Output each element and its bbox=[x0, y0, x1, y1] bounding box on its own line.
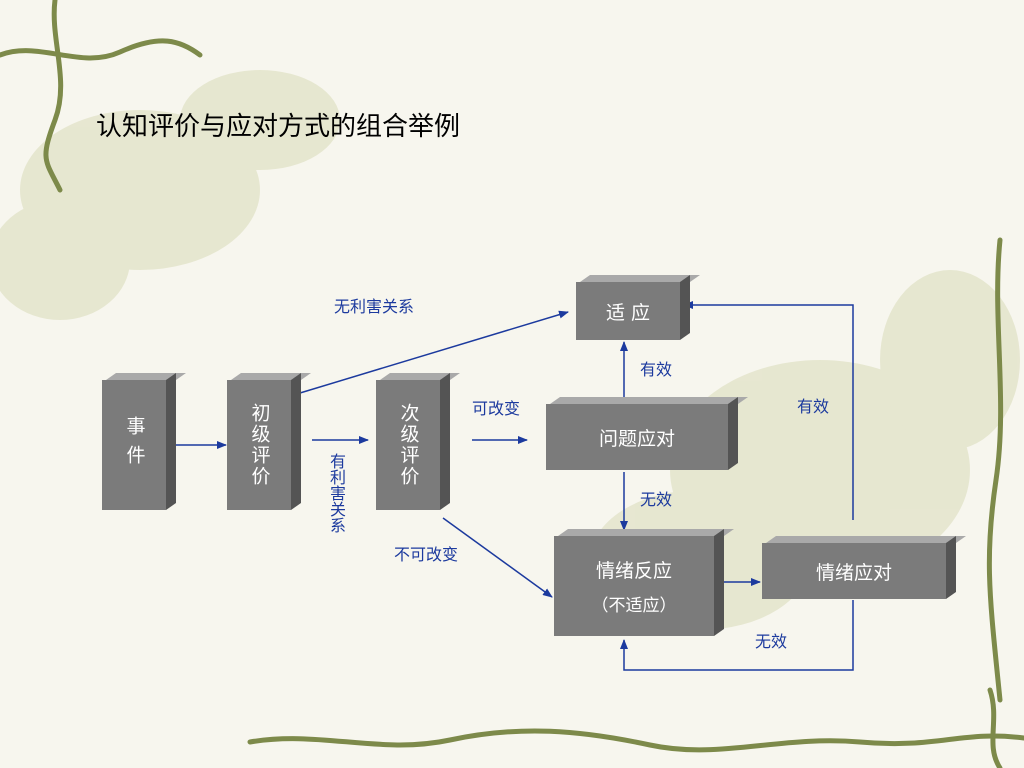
node-problem-coping: 问题应对 bbox=[546, 404, 728, 470]
node-emotion-reaction: 情绪反应 （不适应） bbox=[554, 536, 714, 636]
label-no-harm: 无利害关系 bbox=[334, 297, 415, 316]
node-emotion-reaction-sublabel: （不适应） bbox=[591, 596, 677, 616]
node-secondary-appraisal: 次级评价 bbox=[376, 380, 440, 510]
label-effective-problem: 有效 bbox=[640, 360, 673, 379]
node-emotion-reaction-label: 情绪反应 bbox=[595, 560, 672, 582]
node-event-label: 事件 bbox=[123, 416, 146, 474]
node-primary-appraisal-label: 初级评价 bbox=[248, 403, 271, 487]
node-emotion-coping-label: 情绪应对 bbox=[815, 561, 892, 584]
node-event: 事件 bbox=[102, 380, 166, 510]
label-effective-emotion: 有效 bbox=[797, 397, 830, 416]
label-harmful: 有利害关系 bbox=[327, 453, 346, 533]
arrow-primary-to-adapt bbox=[299, 310, 569, 394]
page-title: 认知评价与应对方式的组合举例 bbox=[96, 112, 461, 142]
node-emotion-coping: 情绪应对 bbox=[762, 543, 946, 599]
node-secondary-appraisal-label: 次级评价 bbox=[397, 403, 420, 487]
arrow-cope-to-adapt bbox=[683, 301, 854, 520]
arrow-secondary-to-emotion bbox=[442, 517, 553, 598]
node-primary-appraisal: 初级评价 bbox=[227, 380, 291, 510]
node-adapt: 适 应 bbox=[576, 282, 680, 340]
node-problem-coping-label: 问题应对 bbox=[598, 427, 675, 450]
label-ineffective-problem: 无效 bbox=[640, 490, 673, 509]
arrow-cope-to-emotion bbox=[620, 600, 854, 671]
label-ineffective-emotion: 无效 bbox=[755, 632, 788, 651]
node-adapt-label: 适 应 bbox=[605, 301, 651, 324]
label-unchangeable: 不可改变 bbox=[394, 545, 459, 564]
label-changeable: 可改变 bbox=[472, 399, 521, 418]
